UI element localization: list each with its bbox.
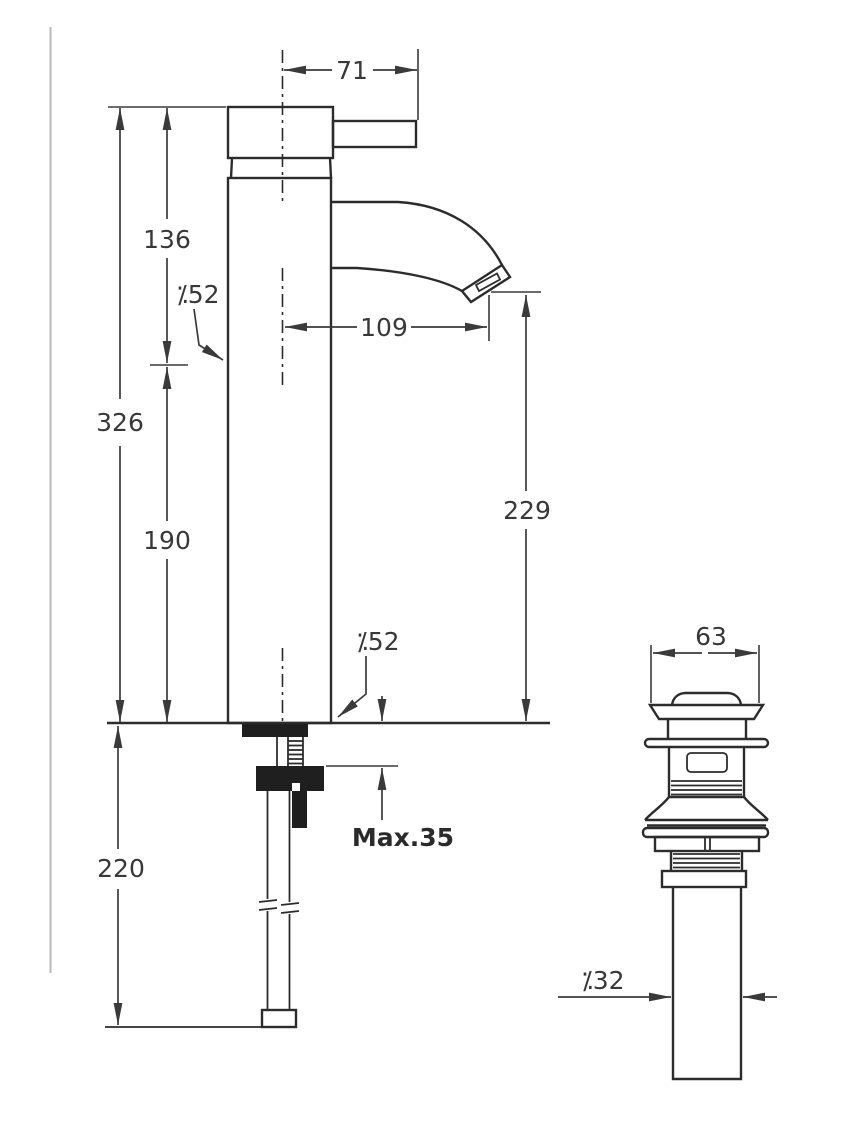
- dim-under-deck-length: 220: [97, 854, 145, 883]
- waste-threads-upper: [671, 780, 742, 796]
- threaded-stud: [287, 737, 304, 766]
- faucet-lever-handle: [331, 119, 418, 149]
- popup-waste-outline: [641, 691, 770, 1081]
- dim-upper-height: 136: [143, 225, 191, 254]
- faucet-head: [226, 105, 335, 160]
- dim-spout-reach: 109: [360, 313, 408, 342]
- waste-washer-upper: [643, 737, 770, 749]
- diameter-upper-leader: [193, 308, 224, 361]
- dim-tailpipe-diameter: ⁒32: [581, 966, 624, 995]
- dimension-lines: [113, 65, 531, 1025]
- spout-top-curve: [331, 200, 504, 266]
- faucet-body-column: [226, 176, 333, 725]
- dim-handle-reach: 71: [336, 56, 368, 85]
- popup-waste-dimensions: [558, 645, 777, 1002]
- aerator-outlet: [474, 272, 502, 293]
- diameter-lower-leader: [337, 656, 367, 718]
- hose-end-fitting: [260, 1008, 298, 1029]
- dim-max-deck: Max.35: [352, 823, 454, 852]
- spout-outlet-face: [460, 263, 512, 304]
- dimension-labels: 71 136 ⁒52 109 326 190 229 ⁒52 220 Max.3…: [96, 56, 727, 995]
- supply-hose-stub: [292, 791, 307, 828]
- base-seal-washer: [242, 724, 308, 737]
- dim-overall-height: 326: [96, 408, 144, 437]
- extension-lines: [108, 49, 541, 767]
- dim-lower-height: 190: [143, 526, 191, 555]
- mounting-nut: [256, 766, 324, 783]
- dim-outlet-height: 229: [503, 496, 551, 525]
- spout-bottom-curve: [331, 266, 463, 293]
- waste-bell: [644, 795, 769, 827]
- dim-diameter-upper: ⁒52: [176, 280, 219, 309]
- waste-washer-lower: [641, 826, 770, 839]
- dim-flange-diameter: 63: [695, 622, 727, 651]
- waste-locknut: [660, 869, 748, 889]
- waste-flange: [647, 703, 766, 721]
- waste-threads-lower: [673, 853, 740, 869]
- waste-cap: [670, 691, 743, 706]
- mounting-assembly: [105, 721, 550, 1029]
- overflow-window: [686, 752, 728, 773]
- dim-diameter-lower: ⁒52: [356, 627, 399, 656]
- waste-tailpipe: [671, 887, 743, 1081]
- flexible-hose: [258, 791, 300, 1010]
- faucet-outline: [226, 105, 512, 725]
- waste-coupling: [653, 835, 761, 853]
